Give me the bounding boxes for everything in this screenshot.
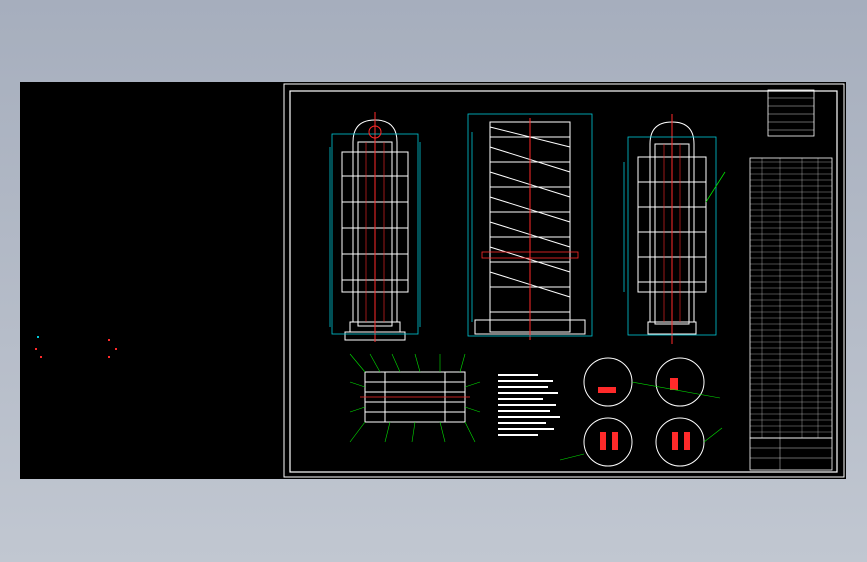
side-view-frame bbox=[467, 113, 593, 340]
sheet-frame bbox=[283, 83, 845, 478]
plan-view bbox=[349, 353, 481, 443]
parts-list bbox=[749, 89, 833, 471]
right-view-tower bbox=[623, 114, 726, 344]
detail-views bbox=[559, 357, 723, 467]
technical-notes bbox=[498, 374, 560, 436]
model-space-marks bbox=[35, 336, 117, 358]
cad-viewport[interactable] bbox=[20, 82, 846, 479]
front-view-tower bbox=[329, 112, 421, 342]
cad-drawing bbox=[35, 83, 845, 478]
